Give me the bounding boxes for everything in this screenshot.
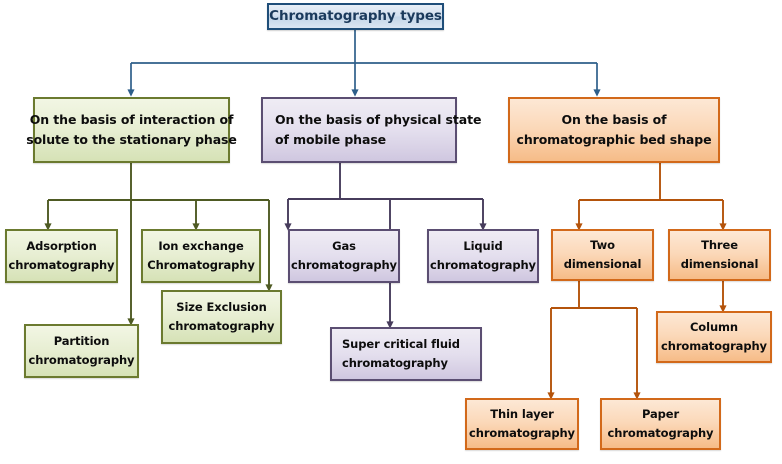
node-three-dimensional[interactable]: Three dimensional (668, 229, 771, 281)
node-thin-layer-chromatography[interactable]: Thin layer chromatography (465, 398, 579, 450)
node-label-line: chromatography (8, 258, 115, 272)
node-label-line: Three (701, 238, 738, 253)
node-label-line: chromatographic bed shape (516, 132, 712, 147)
node-label-line: Thin layer (490, 407, 554, 422)
node-label-line: chromatography (607, 426, 714, 440)
node-column-chromatography[interactable]: Column chromatography (656, 311, 772, 363)
node-label-line: On the basis of (561, 111, 667, 127)
node-label-line: chromatography (342, 356, 448, 370)
node-label-line: Super critical fluid (342, 337, 460, 352)
node-label-line: Column (689, 320, 739, 335)
node-label-line: Gas (332, 239, 356, 254)
connector-root-to-branches (127, 30, 601, 97)
node-label-line: chromatography (430, 258, 536, 272)
node-size-exclusion-chromatography[interactable]: Size Exclusion chromatography (161, 290, 282, 344)
node-label-line: chromatography (168, 319, 275, 333)
node-label-line: chromatography (469, 426, 575, 440)
node-basis-chromatographic-bed-shape[interactable]: On the basis of chromatographic bed shap… (508, 97, 720, 163)
node-label-line: On the basis of physical state (275, 111, 482, 127)
node-label-line: On the basis of interaction of (29, 111, 234, 127)
node-basis-interaction-of-solute[interactable]: On the basis of interaction of solute to… (26, 97, 237, 163)
node-label-line: Two (590, 238, 615, 253)
node-adsorption-chromatography[interactable]: Adsorption chromatography (5, 229, 118, 283)
node-label-line: chromatography (291, 258, 397, 272)
node-label-line: dimensional (680, 257, 759, 271)
node-label-line: Chromatography (147, 258, 255, 272)
node-chromatography-types[interactable]: Chromatography types (267, 3, 444, 30)
node-label-line: dimensional (563, 257, 642, 271)
node-liquid-chromatography[interactable]: Liquid chromatography (427, 229, 539, 283)
node-ion-exchange-chromatography[interactable]: Ion exchange Chromatography (141, 229, 261, 283)
node-label-line: Ion exchange (158, 239, 244, 254)
node-gas-chromatography[interactable]: Gas chromatography (288, 229, 400, 283)
node-label-line: Size Exclusion (176, 300, 267, 315)
node-label-line: chromatography (661, 339, 767, 353)
node-label-line: Partition (53, 334, 110, 349)
node-label-line: Paper (641, 407, 680, 422)
node-partition-chromatography[interactable]: Partition chromatography (24, 324, 139, 378)
node-paper-chromatography[interactable]: Paper chromatography (600, 398, 721, 450)
node-label-line: Liquid (463, 239, 503, 254)
node-super-critical-fluid-chromatography[interactable]: Super critical fluid chromatography (330, 327, 482, 381)
node-label-line: solute to the stationary phase (26, 132, 237, 147)
node-label-line: Adsorption (26, 239, 97, 254)
node-basis-physical-state-mobile-phase[interactable]: On the basis of physical state of mobile… (261, 97, 481, 163)
node-label-line: of mobile phase (275, 132, 387, 147)
node-label-line: Chromatography types (269, 7, 442, 24)
node-two-dimensional[interactable]: Two dimensional (551, 229, 654, 281)
node-label-line: chromatography (28, 353, 135, 367)
